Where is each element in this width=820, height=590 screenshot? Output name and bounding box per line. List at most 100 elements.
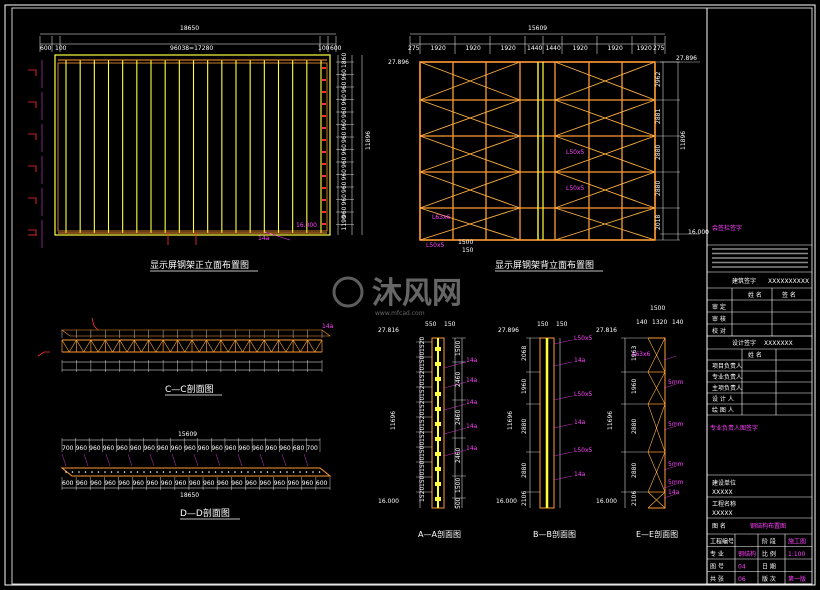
front-anchor (28, 197, 37, 204)
back-overall-dim: 15609 (528, 25, 547, 32)
front-anchor (28, 69, 37, 76)
back-span-3: 1920 (501, 45, 516, 52)
dd-grid-dot (130, 471, 132, 473)
back-brace (554, 207, 656, 241)
dd-grid-dot (78, 471, 80, 473)
ee-top-dim-4: 140 (672, 319, 684, 326)
ee-leader (663, 355, 677, 361)
back-right-dim-1: 2881 (655, 109, 662, 124)
dd-top-span-4: 960 (116, 445, 128, 452)
aa-left-dimensions: 1520150015201520152015201520150015001500… (416, 337, 441, 508)
dd-top-span-6: 960 (143, 445, 155, 452)
front-bolt (322, 223, 326, 225)
front-anchor (28, 229, 37, 236)
aa-side-dim-5: 500 (455, 497, 462, 509)
aa-side-dim-4: 1500 (455, 478, 462, 493)
aa-bracket (435, 467, 441, 471)
aa-bracket (435, 482, 441, 486)
ee-tag-5: 14a (668, 489, 680, 496)
cc-web (76, 339, 84, 353)
ee-brace (647, 451, 666, 493)
bb-tag-5: 14a (574, 471, 586, 478)
cc-note: 14a (322, 323, 334, 330)
dd-leader (259, 453, 265, 467)
cc-caption: C—C剖面图 (165, 383, 214, 395)
tb-client-val: XXXXX (712, 489, 733, 496)
cc-web (220, 339, 229, 353)
back-brace (554, 99, 656, 137)
back-label-3: L50x5 (426, 242, 445, 249)
front-bolt (322, 211, 326, 213)
ee-elev-top: 27.816 (596, 327, 617, 334)
ee-total-height: 11696 (607, 411, 614, 430)
dd-grid-dot (149, 471, 152, 473)
cc-web (162, 339, 171, 353)
dd-top-span-2: 960 (89, 445, 101, 452)
aa-leader (443, 381, 467, 389)
cc-web (105, 339, 113, 353)
ee-leader (663, 465, 677, 471)
back-right-dim-3: 2880 (655, 181, 662, 196)
dd-grid-dot (175, 471, 178, 473)
cc-web (300, 339, 308, 353)
front-elev-top: 27.896 (388, 59, 409, 66)
aa-left-dim-9: 1500 (419, 472, 426, 487)
back-brace (419, 135, 521, 173)
front-frame-outline (54, 54, 331, 236)
back-span-7: 1920 (608, 45, 623, 52)
dd-top-span-7: 960 (157, 445, 169, 452)
bb-caption: B—B剖面图 (533, 529, 576, 539)
dd-bottom-span-3: 960 (104, 480, 116, 487)
aa-left-dim-4: 1520 (419, 397, 426, 412)
back-span-9: 275 (653, 45, 665, 52)
front-left-marks (28, 60, 43, 248)
bb-top-dim-1: 150 (537, 321, 549, 328)
bb-leader (553, 395, 573, 401)
section-aa: 27.816 550 150 1520150015201520152015201… (378, 321, 478, 539)
front-anchor (28, 133, 37, 140)
front-bolt (322, 139, 326, 141)
aa-bracket (435, 497, 441, 501)
dd-leader (149, 453, 155, 467)
dd-top-span-10: 960 (198, 445, 210, 452)
front-note: 14a (258, 235, 270, 242)
aa-left-dim-10: 1520 (419, 487, 426, 502)
cc-web (177, 339, 186, 353)
cc-web (97, 339, 106, 353)
back-total-height: 11896 (680, 131, 687, 150)
ee-tag-0: L63x6 (632, 351, 651, 358)
tb-role-a-2: 校 对 (712, 327, 726, 335)
back-span-2: 1920 (466, 45, 481, 52)
aa-elev-top: 27.816 (378, 327, 399, 334)
tb-row-v2-0: 施工图 (788, 538, 806, 546)
dd-grid-dot (143, 471, 145, 473)
dd-grid-dot (221, 471, 223, 473)
dd-leader (171, 453, 177, 467)
cc-web (184, 339, 193, 353)
back-right-dim-4: 2018 (655, 215, 662, 230)
cc-web (314, 339, 323, 353)
front-right-dim-0: 1860 (341, 53, 348, 68)
bb-leader (553, 451, 573, 457)
dd-bottom-span-9: 960 (189, 480, 201, 487)
ee-side-dim-1: 1960 (631, 379, 638, 394)
front-frame-inner (57, 62, 328, 232)
cc-section-mark (91, 317, 99, 331)
back-bottom-dim-1: 1500 (458, 239, 473, 246)
dd-bottom-span-1: 960 (76, 480, 88, 487)
aa-left-dim-0: 1520 (419, 337, 426, 352)
front-bolt (322, 79, 326, 81)
tb-row-v2-3: 第一版 (788, 575, 806, 583)
section-ee: 27.816 1500 140 1320 140 196319602880288… (596, 305, 684, 539)
dd-bottom-span-7: 960 (161, 480, 173, 487)
aa-top-dim-1: 550 (425, 321, 437, 328)
cc-truss (37, 317, 331, 372)
front-overall-dim: 18650 (180, 25, 199, 32)
bb-tag-4: L50x5 (574, 447, 593, 454)
dd-caption: D—D剖面图 (180, 507, 230, 519)
dd-leader (237, 453, 243, 467)
aa-left-dim-8: 1500 (419, 457, 426, 472)
dd-grid-dot (312, 471, 314, 473)
cc-top-plate (61, 329, 331, 337)
